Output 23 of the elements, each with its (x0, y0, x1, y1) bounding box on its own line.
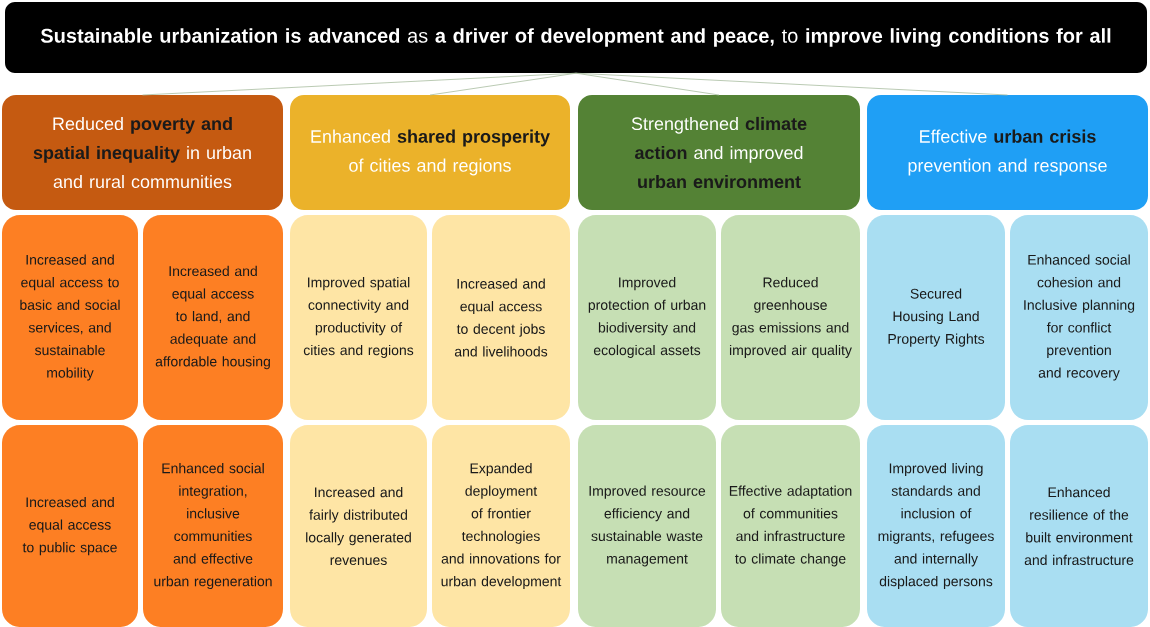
outcome-box: Improved living standards and inclusion of migrants, refugees and internally displaced persons (867, 425, 1005, 627)
goal-header: Reduced poverty and spatial inequality in urban and rural communities (2, 95, 283, 210)
outcome-box: Enhanced resilience of the built environment and infrastructure (1010, 425, 1148, 627)
outcome-box: Expanded deployment of frontier technologies and innovations for urban development (432, 425, 570, 627)
goal-header: Strengthened climate action and improved urban environment (578, 95, 860, 210)
outcome-box: Secured Housing Land Property Rights (867, 215, 1005, 420)
title-banner: Sustainable urbanization is advanced as a driver of development and peace, to improve living conditions for all (5, 2, 1147, 73)
outcome-box: Increased and equal access to decent jobs and livelihoods (432, 215, 570, 420)
outcome-box: Increased and equal access to public space (2, 425, 138, 627)
outcome-box: Effective adaptation of communities and infrastructure to climate change (721, 425, 860, 627)
outcome-box: Improved protection of urban biodiversity and ecological assets (578, 215, 716, 420)
outcome-box: Increased and equal access to basic and social services, and sustainable mobility (2, 215, 138, 420)
connector-line (429, 72, 577, 96)
outcome-box: Enhanced social integration, inclusive communities and effective urban regeneration (143, 425, 283, 627)
outcome-box: Increased and fairly distributed locally generated revenues (290, 425, 427, 627)
outcome-box: Improved resource efficiency and sustainable waste management (578, 425, 716, 627)
outcome-box: Improved spatial connectivity and productivity of cities and regions (290, 215, 427, 420)
outcome-box: Increased and equal access to land, and adequate and affordable housing (143, 215, 283, 420)
goal-header: Enhanced shared prosperity of cities and regions (290, 95, 570, 210)
goal-header: Effective urban crisis prevention and response (867, 95, 1148, 210)
outcome-box: Enhanced social cohesion and Inclusive planning for conflict prevention and recovery (1010, 215, 1148, 420)
connector-line (575, 72, 1008, 96)
outcome-box: Reduced greenhouse gas emissions and improved air quality (721, 215, 860, 420)
